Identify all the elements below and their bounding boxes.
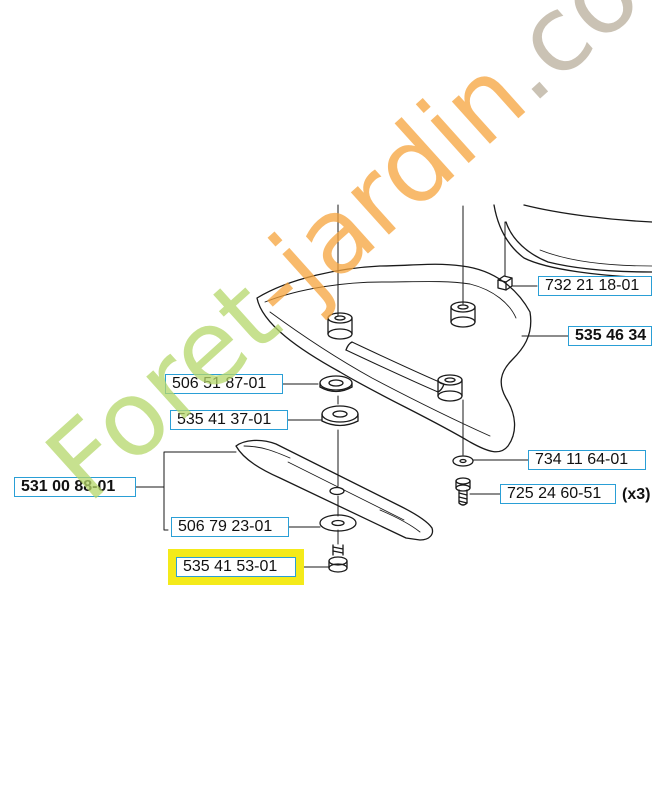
- leader-lines: [135, 204, 569, 568]
- plate-boss-right: [450, 301, 476, 328]
- quantity-x3: (x3): [622, 486, 651, 503]
- part-label-535-41-37[interactable]: 535 41 37-01: [170, 410, 288, 430]
- washer-506-51-87: [319, 375, 353, 393]
- bolt-725: [455, 477, 471, 506]
- mower-blade: [235, 439, 434, 541]
- part-label-535-46-34[interactable]: 535 46 34: [568, 326, 652, 346]
- bolt-535-41-53: [328, 544, 348, 573]
- washer-734: [452, 455, 474, 467]
- part-label-732-21-18[interactable]: 732 21 18-01: [538, 276, 652, 296]
- part-label-535-41-53-highlighted[interactable]: 535 41 53-01: [168, 549, 304, 585]
- part-label-725-24-60[interactable]: 725 24 60-51: [500, 484, 616, 504]
- part-label-506-79-23[interactable]: 506 79 23-01: [171, 517, 289, 537]
- part-label-531-00-88[interactable]: 531 00 88-01: [14, 477, 136, 497]
- part-label-506-51-87[interactable]: 506 51 87-01: [165, 374, 283, 394]
- deck-housing: [493, 204, 652, 279]
- plate-boss-left: [327, 312, 353, 340]
- spacer-535-41-37: [321, 405, 359, 427]
- blade-adapter-plate: [256, 263, 532, 453]
- plate-boss-bottom: [437, 374, 463, 402]
- part-label-734-11-64[interactable]: 734 11 64-01: [528, 450, 646, 470]
- washer-506-79-23: [319, 514, 357, 532]
